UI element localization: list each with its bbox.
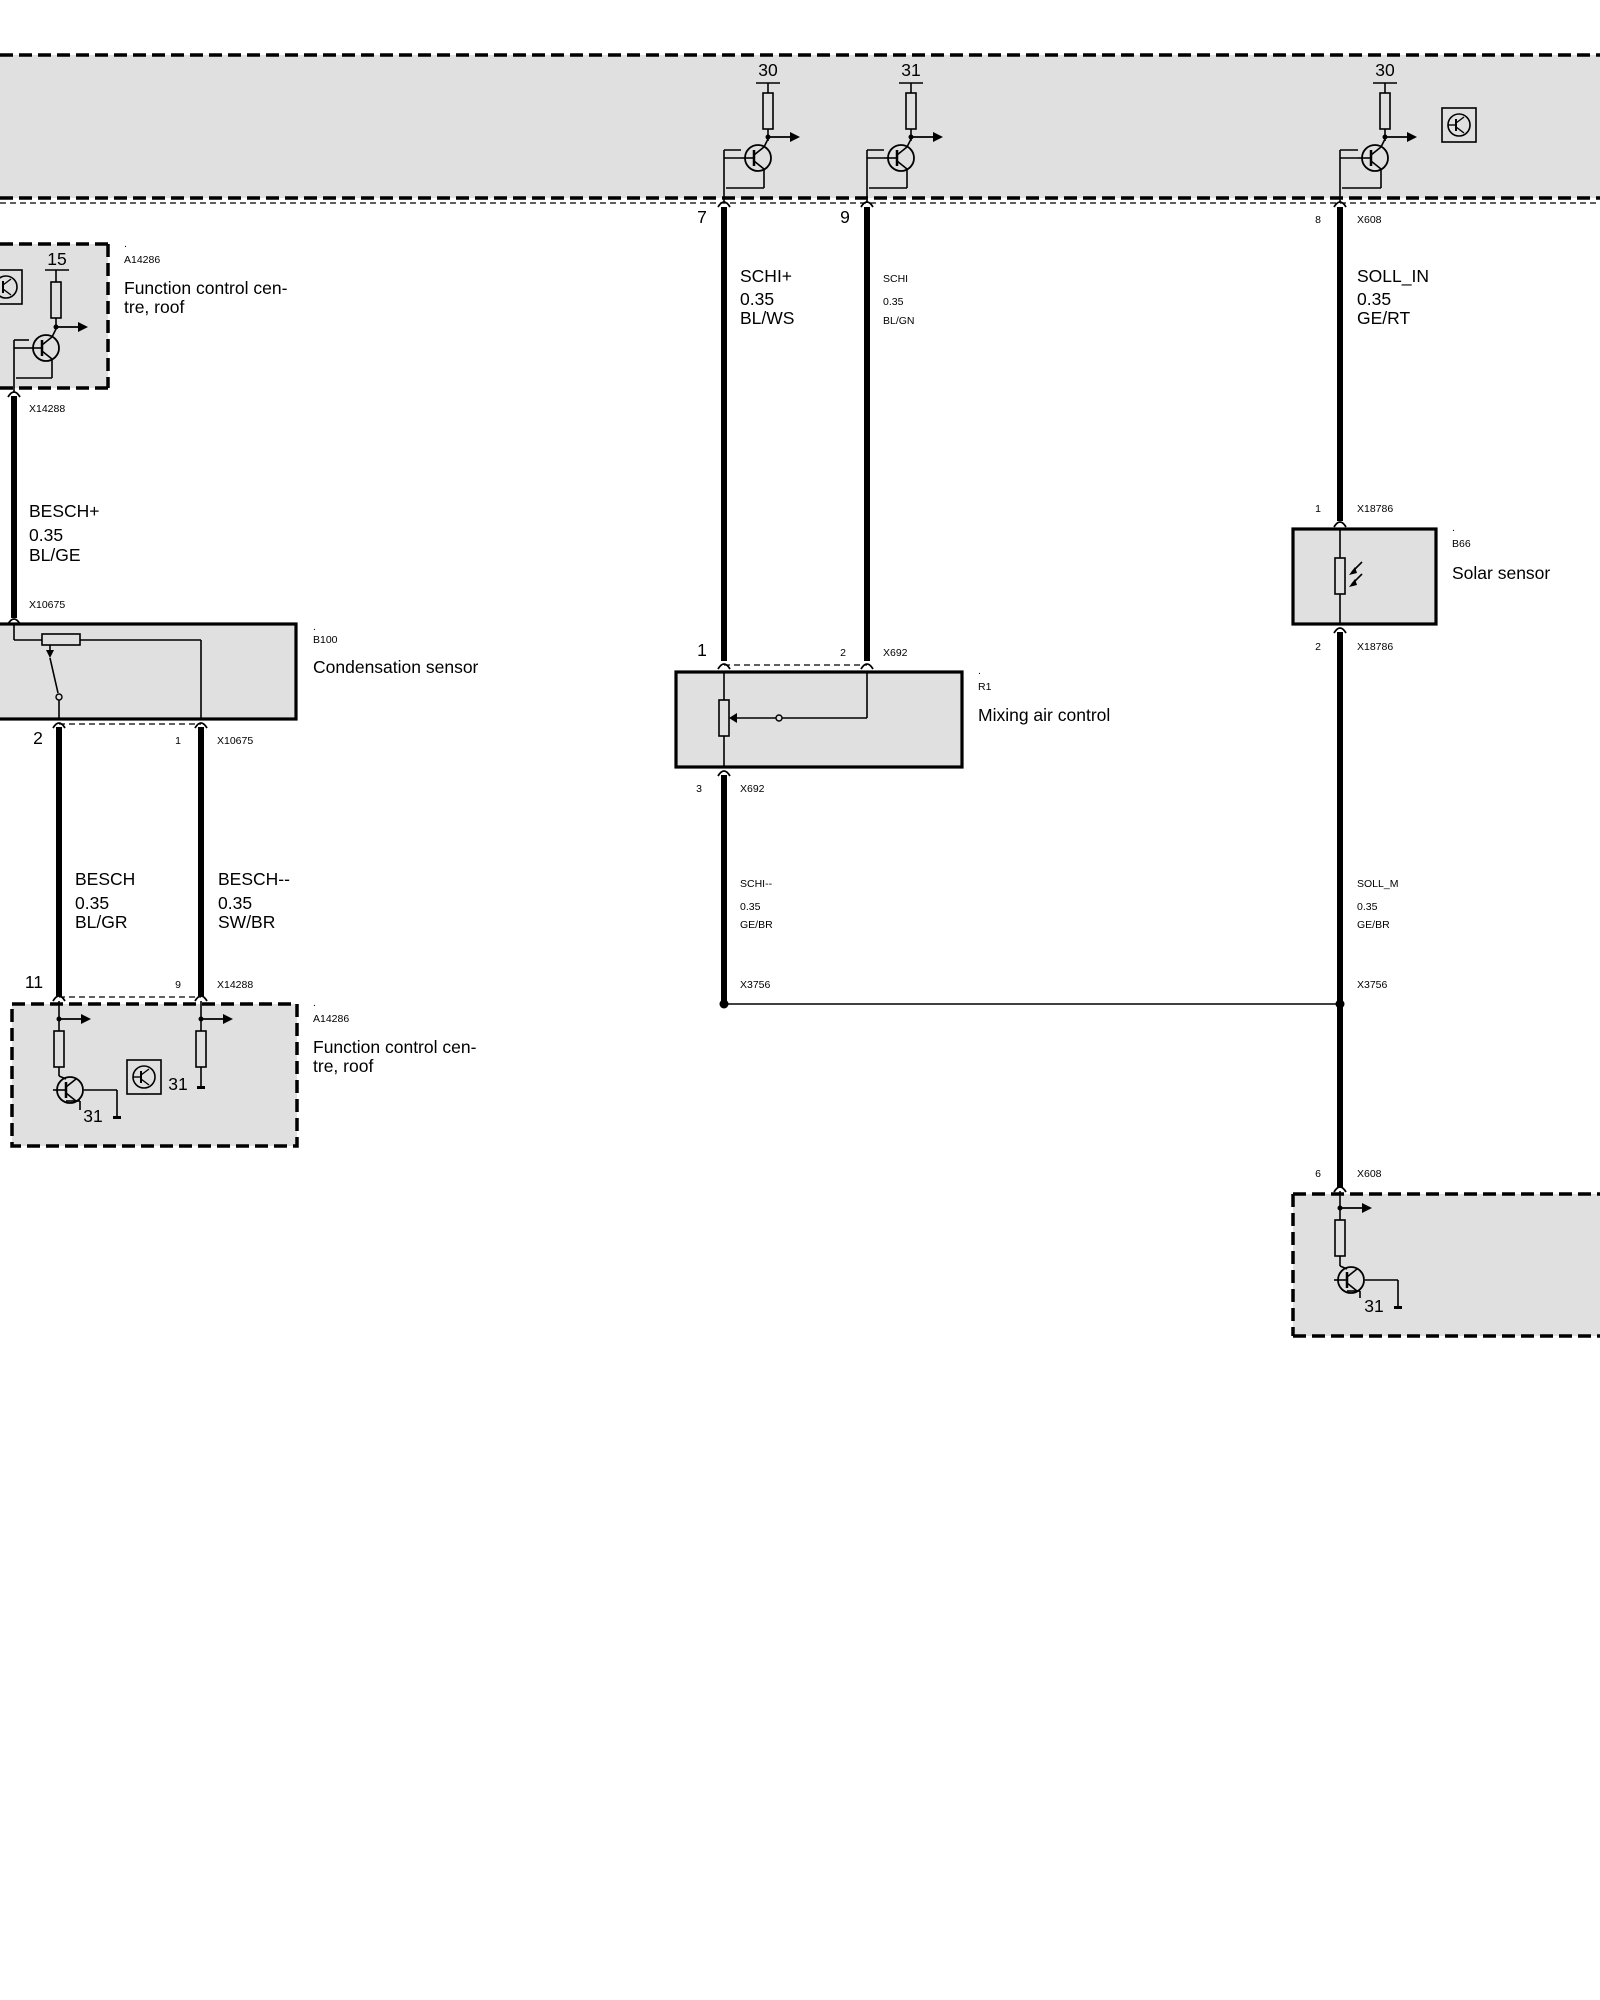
connector-x692-top: X692 [883,647,908,659]
fcc-bottom-ref: A14286 [313,1013,349,1025]
solar-ref: B66 [1452,538,1471,550]
mixing-dot: . [978,665,981,677]
wire-soll-in-color: GE/RT [1357,308,1410,328]
wire-besch-plus-color: BL/GE [29,545,81,565]
wire-schi-plus-color: BL/WS [740,308,794,328]
top-control-module: 30 31 [0,53,1600,204]
pin-3-mix: 3 [696,783,702,795]
pin-1-cond: 1 [175,735,181,747]
wire-besch-size: 0.35 [75,893,109,913]
fcc-bottom-name-1: Function control cen- [313,1037,477,1057]
wire-soll-m-color: GE/BR [1357,919,1390,931]
pin-9-bottom: 9 [175,979,181,991]
fcc-top-module: 15 . A14286 Function control cen- tre, r… [0,238,288,393]
connector-x608-bottom: X608 [1357,1168,1382,1180]
pin-9: 9 [840,207,850,227]
supply-15-label: 15 [47,249,66,269]
bottom-right-module: 31 [1291,1191,1600,1338]
pin-7: 7 [697,207,707,227]
pin-2-solar: 2 [1315,641,1321,653]
supply-30b-label: 30 [1375,60,1395,80]
pin-1-solar: 1 [1315,503,1321,515]
pin-1-mix: 1 [697,640,707,660]
wire-besch-plus-size: 0.35 [29,525,63,545]
fcc-top-name-1: Function control cen- [124,278,288,298]
connector-x14288-top: X14288 [29,403,65,415]
wire-schi-plus-size: 0.35 [740,289,774,309]
mixing-name: Mixing air control [978,705,1110,725]
supply-30b-circuit: 30 [1339,60,1418,203]
pin-2-cond: 2 [33,728,43,748]
wire-schi-minus-color: GE/BR [740,919,773,931]
wire-schi-name: SCHI [883,273,908,285]
fcc-bottom-name-2: tre, roof [313,1056,373,1076]
pin-6: 6 [1315,1168,1321,1180]
connector-x18786-top: X18786 [1357,503,1393,515]
wire-soll-in-name: SOLL_IN [1357,266,1429,287]
wire-besch-color: BL/GR [75,912,128,932]
wire-besch-minus-name: BESCH-- [218,869,290,889]
wire-soll-m-name: SOLL_M [1357,878,1398,890]
ground-31-b: 31 [168,1074,187,1094]
fcc-top-name-2: tre, roof [124,297,184,317]
wire-schi-minus-size: 0.35 [740,901,761,913]
solar-sensor: . B66 Solar sensor [1291,522,1550,626]
wire-besch-name: BESCH [75,869,135,889]
condensation-name: Condensation sensor [313,657,479,677]
connector-x14288-bottom: X14288 [217,979,253,991]
supply-31-label: 31 [901,60,920,80]
pin-11: 11 [25,972,43,992]
connector-x10675-bottom: X10675 [217,735,253,747]
wire-soll-in-size: 0.35 [1357,289,1391,309]
mixing-ref: R1 [978,681,992,693]
fcc-top-ref: A14286 [124,254,160,266]
wire-besch-plus-name: BESCH+ [29,501,100,521]
fcc-top-dot: . [124,238,127,250]
pin-2-mix: 2 [840,647,846,659]
connector-x18786-bottom: X18786 [1357,641,1393,653]
wire-besch-minus-color: SW/BR [218,912,275,932]
wire-besch-minus-size: 0.35 [218,893,252,913]
connector-x608-top: X608 [1357,214,1382,226]
wire-schi-minus-name: SCHI-- [740,878,773,890]
fcc-bottom-module: 31 31 . A14286 Function control cen- tre… [10,997,477,1148]
wire-soll-m-size: 0.35 [1357,901,1378,913]
ground-31-c: 31 [1364,1296,1383,1316]
solar-dot: . [1452,522,1455,534]
connector-x692-bottom: X692 [740,783,765,795]
fcc-bottom-dot: . [313,997,316,1009]
wire-schi-plus-name: SCHI+ [740,266,792,286]
pin-8: 8 [1315,214,1321,226]
connector-x10675-top: X10675 [29,599,65,611]
supply-31-circuit: 31 [866,60,944,203]
ground-31-a: 31 [83,1106,102,1126]
condensation-dot: . [313,621,316,633]
supply-30-label: 30 [758,60,778,80]
connector-x3756-right: X3756 [1357,979,1388,991]
connector-x3756-left: X3756 [740,979,771,991]
condensation-ref: B100 [313,634,338,646]
condensation-sensor: . B100 Condensation sensor [0,621,479,721]
supply-30-circuit: 30 [723,60,801,203]
wire-schi-size: 0.35 [883,296,904,308]
solar-name: Solar sensor [1452,563,1550,583]
wire-schi-color: BL/GN [883,315,915,327]
mixing-air-control: . R1 Mixing air control [674,665,1110,769]
